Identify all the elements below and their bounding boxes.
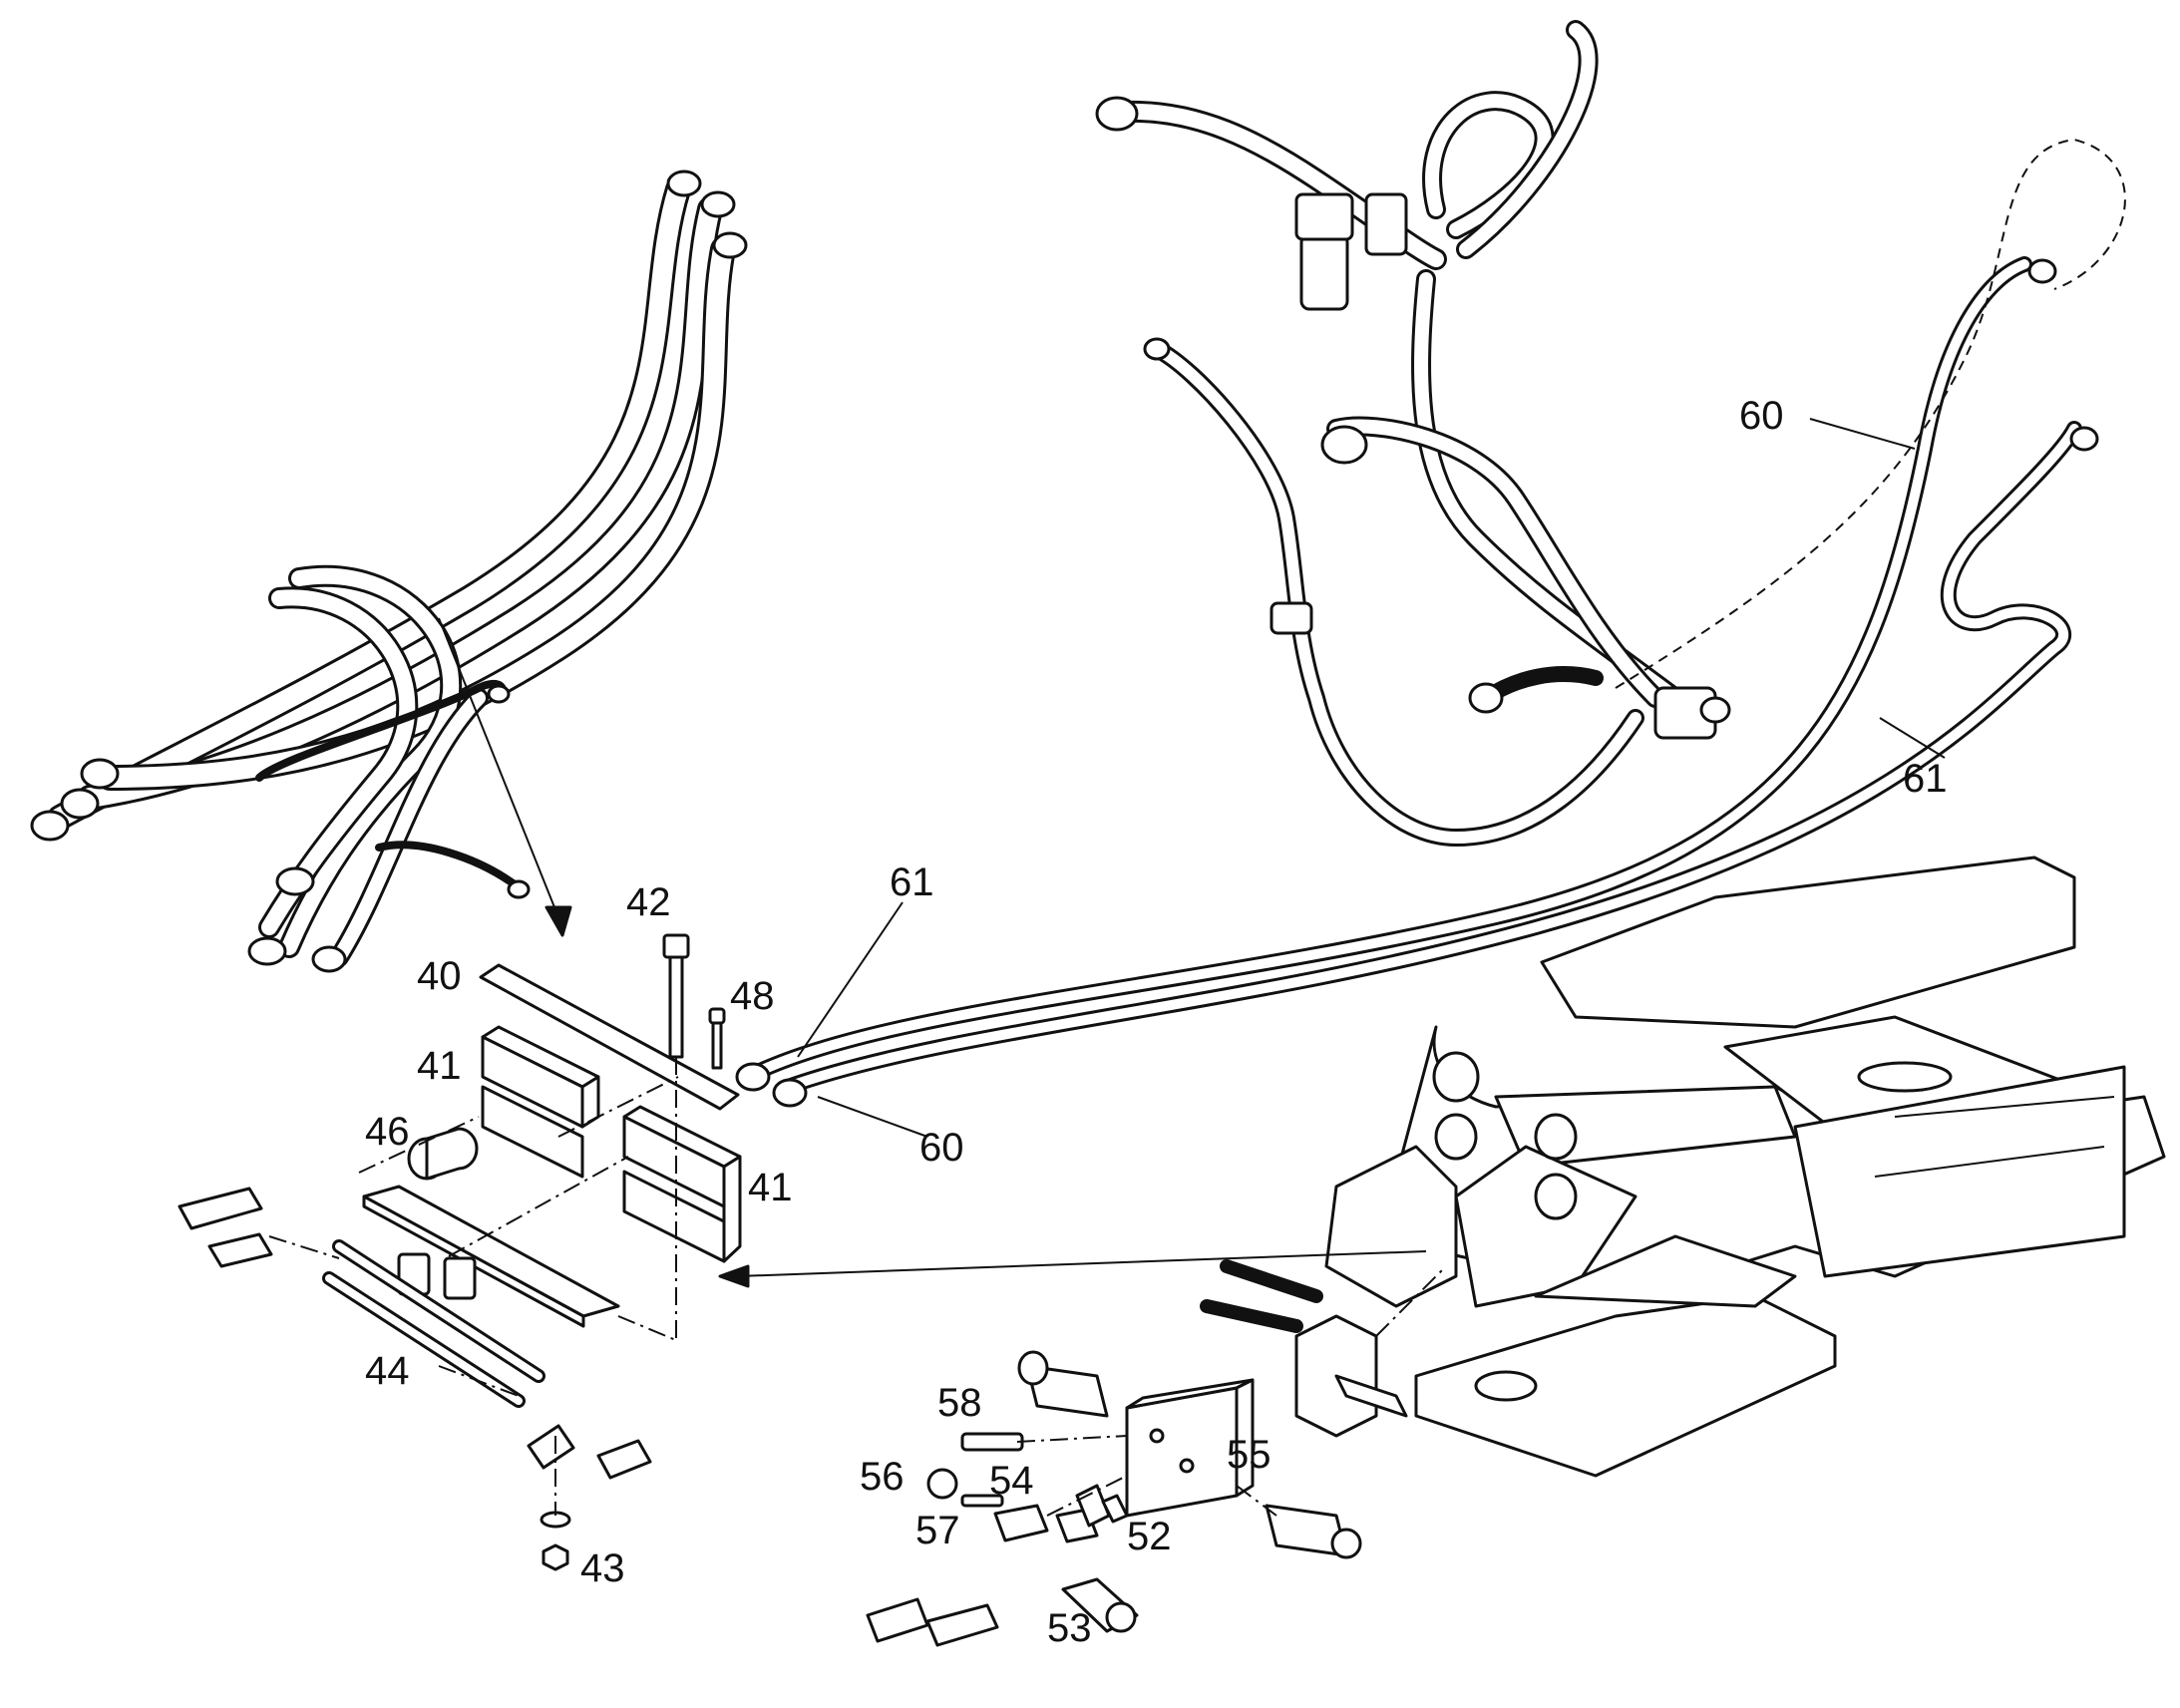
callout-53: 53 — [1047, 1606, 1092, 1650]
leader-lines — [797, 418, 1946, 1138]
callout-58: 58 — [937, 1381, 982, 1425]
callout-52: 52 — [1127, 1515, 1172, 1558]
callout-41-lower: 41 — [748, 1166, 793, 1209]
callout-43: 43 — [580, 1546, 625, 1590]
upper-hoses-filter — [1095, 20, 1731, 847]
left-hose-bundle — [30, 170, 748, 973]
clamp-assembly — [178, 933, 742, 1571]
callout-57: 57 — [915, 1509, 960, 1552]
valve-block-assembly — [866, 1259, 1447, 1647]
callout-56: 56 — [860, 1455, 905, 1499]
callout-61-right: 61 — [1903, 757, 1948, 801]
callout-46: 46 — [365, 1110, 410, 1154]
callout-41-upper: 41 — [417, 1044, 462, 1088]
main-frame — [718, 855, 2166, 1478]
callout-55: 55 — [1227, 1433, 1272, 1477]
callout-60-lower: 60 — [919, 1126, 964, 1170]
callout-60-upper: 60 — [1739, 394, 1784, 438]
callout-44: 44 — [365, 1349, 410, 1393]
callout-54: 54 — [989, 1459, 1034, 1503]
hose-60-61-run — [735, 138, 2126, 1108]
callout-48: 48 — [730, 974, 775, 1018]
callout-40: 40 — [417, 954, 462, 998]
callout-61-left: 61 — [890, 860, 934, 904]
callout-42: 42 — [626, 880, 671, 924]
callout-labels: 40 41 41 42 43 44 46 48 52 53 54 55 56 5… — [365, 394, 1948, 1650]
